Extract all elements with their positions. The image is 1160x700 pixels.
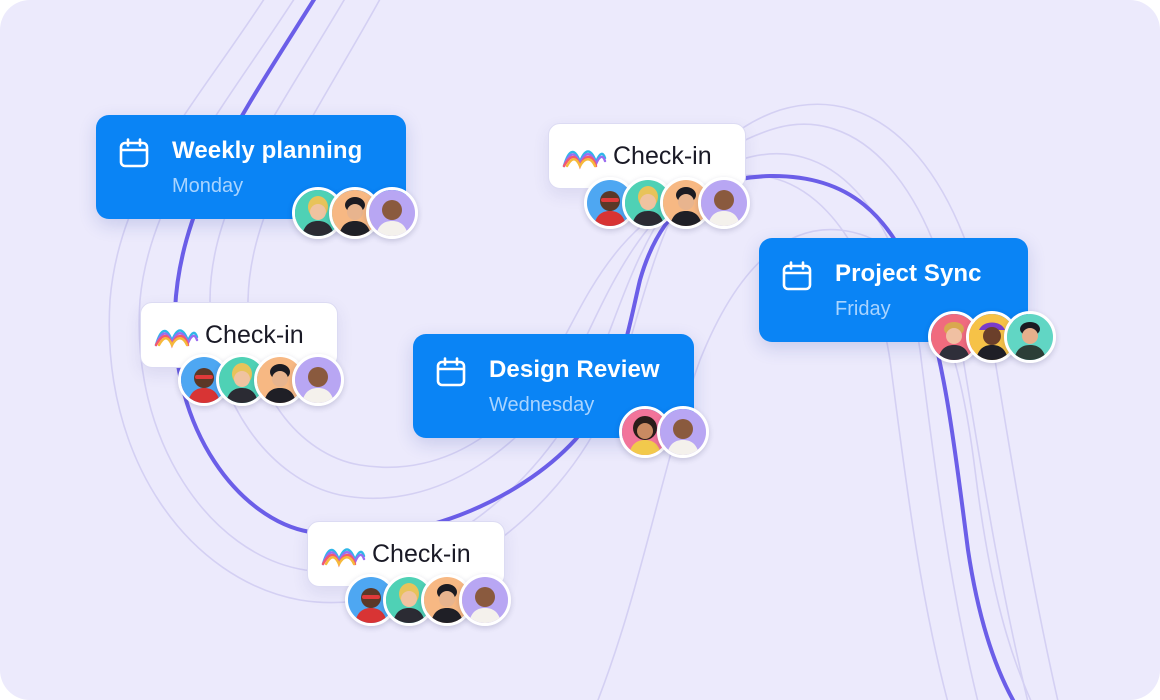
event-card-design-review[interactable]: Design Review Wednesday [413, 334, 694, 438]
calendar-icon [436, 357, 466, 387]
avatar-stack-design-review [619, 406, 709, 458]
avatar-stack-weekly-planning [292, 187, 418, 239]
event-day: Wednesday [489, 394, 595, 416]
rainbow-logo-icon [154, 329, 199, 349]
calendar-icon [782, 261, 812, 291]
avatar-stack-project-sync [928, 311, 1056, 363]
avatar [698, 177, 750, 229]
guide-line [597, 228, 1032, 700]
checkin-label: Check-in [205, 321, 304, 349]
avatar [657, 406, 709, 458]
rainbow-logo-icon [321, 548, 366, 568]
avatar [966, 311, 1018, 363]
event-day: Monday [172, 175, 244, 197]
checkin-label: Check-in [613, 142, 712, 170]
avatar-stack-checkin-top [584, 177, 750, 229]
avatar [459, 574, 511, 626]
calendar-icon [119, 138, 149, 168]
avatar [366, 187, 418, 239]
event-title: Project Sync [835, 260, 982, 287]
avatar [292, 187, 344, 239]
rainbow-logo-icon [562, 150, 607, 170]
event-title: Design Review [489, 356, 660, 383]
avatar-stack-checkin-bottom [345, 574, 511, 626]
event-title: Weekly planning [172, 137, 363, 164]
checkin-label: Check-in [372, 540, 471, 568]
avatar [1004, 311, 1056, 363]
avatar-stack-checkin-left [178, 354, 344, 406]
event-day: Friday [835, 298, 891, 320]
avatar [292, 354, 344, 406]
